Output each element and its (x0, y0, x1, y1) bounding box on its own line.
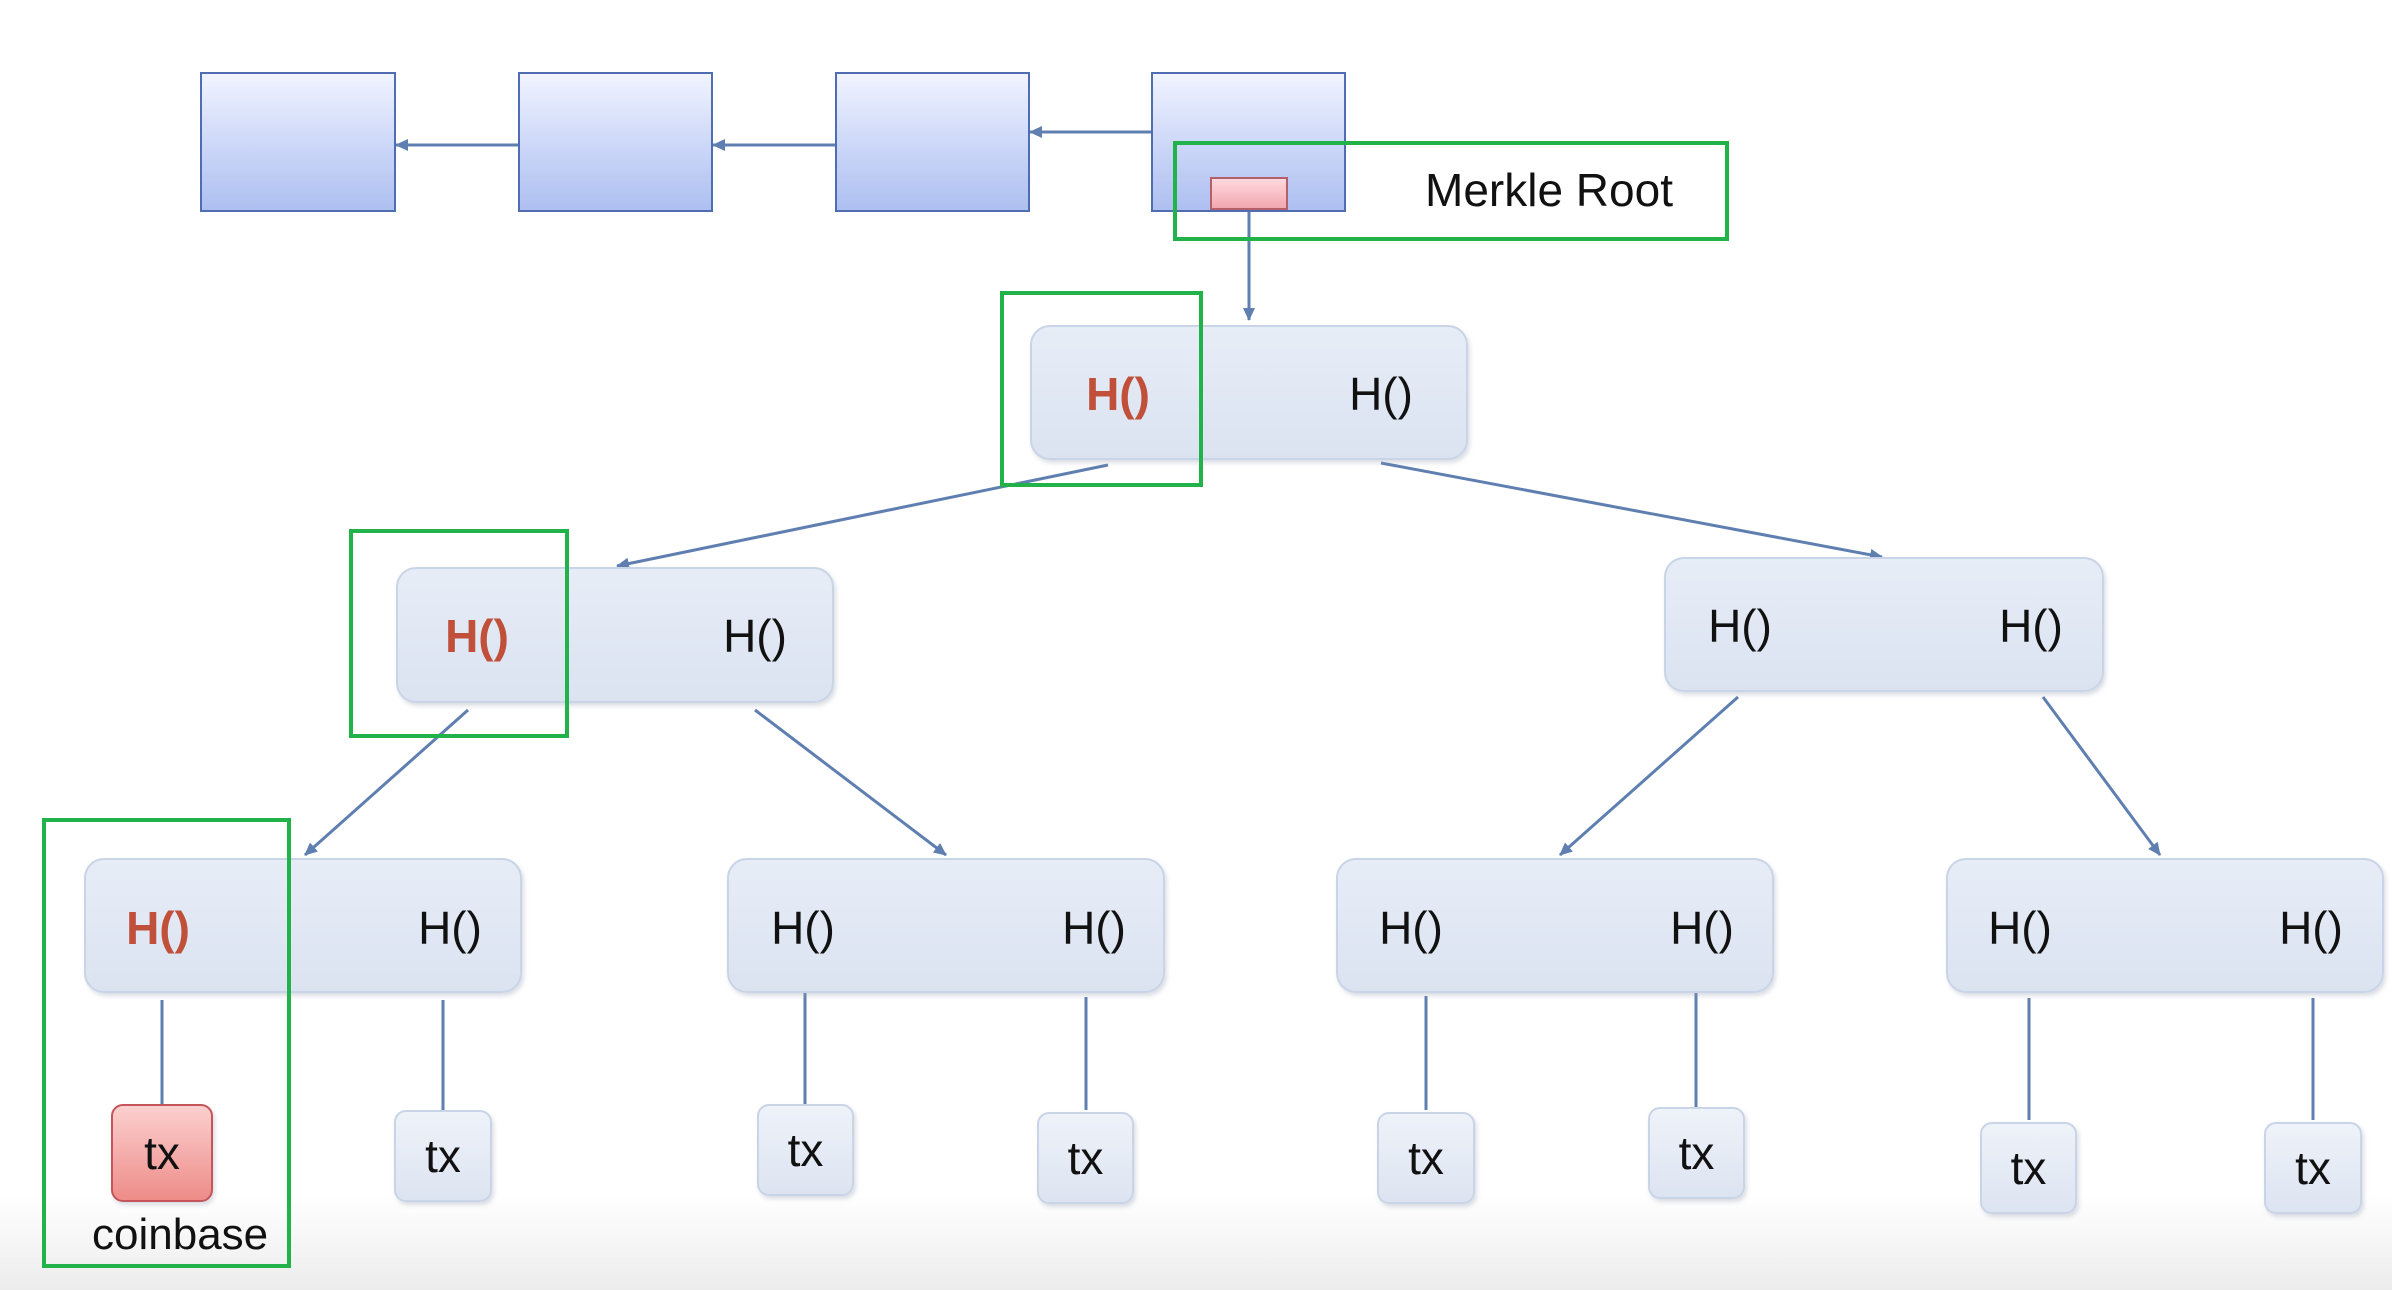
level3-node-4 (1946, 858, 2384, 993)
root-hash-left: H() (1086, 368, 1150, 420)
level3-1-hash-left: H() (126, 902, 190, 954)
block-1 (200, 72, 396, 212)
highlight-level2-left-hash (349, 529, 569, 738)
level3-node-1 (84, 858, 522, 993)
edge-root-left (616, 463, 1109, 570)
level2-right-hash-left: H() (1708, 600, 1772, 652)
coinbase-label: coinbase (92, 1210, 269, 1259)
merkle-root-marker (1210, 177, 1288, 210)
level3-3-hash-right: H() (1670, 902, 1734, 954)
merkle-root-node (1030, 325, 1468, 460)
tx-leaf-4: tx (1037, 1112, 1134, 1204)
level3-node-3 (1336, 858, 1774, 993)
tx-leaf-6: tx (1648, 1107, 1745, 1199)
level2-left-hash-left: H() (445, 610, 509, 662)
level3-1-hash-right: H() (418, 902, 482, 954)
level2-right-hash-right: H() (1999, 600, 2063, 652)
tx-leaf-2: tx (394, 1110, 492, 1202)
level3-2-hash-right: H() (1062, 902, 1126, 954)
tx-leaf-coinbase: tx (111, 1104, 213, 1202)
merkle-root-label: Merkle Root (1425, 164, 1673, 216)
root-hash-right: H() (1349, 368, 1413, 420)
highlight-root-left-hash (1000, 291, 1203, 487)
level3-4-hash-left: H() (1988, 902, 2052, 954)
block-3 (835, 72, 1030, 212)
level2-left-hash-right: H() (723, 610, 787, 662)
edge-root-right (1380, 461, 1883, 561)
level2-node-left (396, 567, 834, 703)
edge-l2b-2 (2041, 696, 2162, 856)
highlight-merkle-root (1173, 141, 1729, 241)
level3-4-hash-right: H() (2279, 902, 2343, 954)
level2-node-right (1664, 557, 2104, 692)
tx-leaf-5: tx (1377, 1112, 1475, 1204)
level3-3-hash-left: H() (1379, 902, 1443, 954)
tx-leaf-7: tx (1980, 1122, 2077, 1214)
edge-l2a-2 (754, 708, 947, 857)
edge-l2b-1 (1559, 695, 1739, 857)
tx-leaf-3: tx (757, 1104, 854, 1196)
block-2 (518, 72, 713, 212)
highlight-coinbase-path (42, 818, 291, 1268)
tx-leaf-8: tx (2264, 1122, 2362, 1214)
level3-2-hash-left: H() (771, 902, 835, 954)
level3-node-2 (727, 858, 1165, 993)
